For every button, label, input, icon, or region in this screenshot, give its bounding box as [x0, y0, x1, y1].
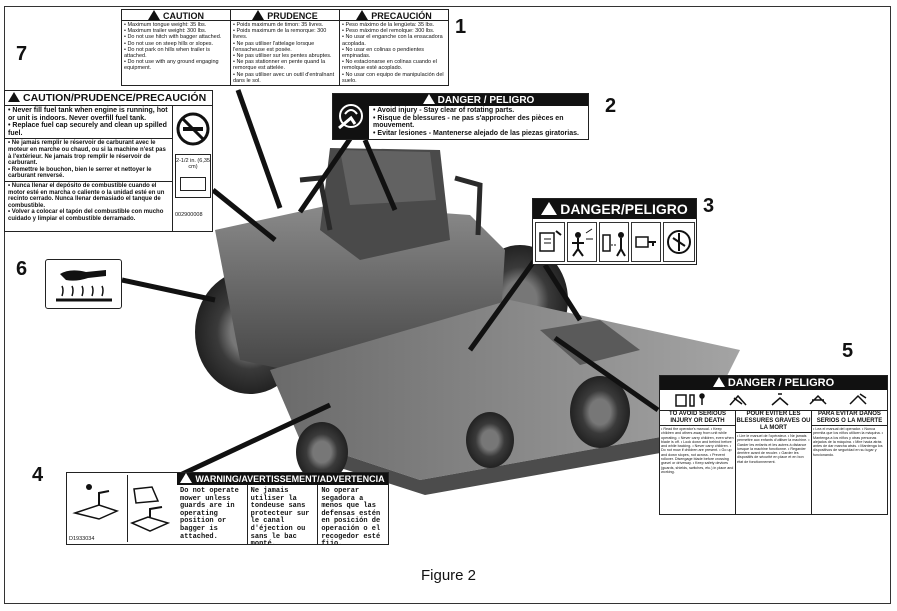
decal-2-line-en: • Avoid injury - Stay clear of rotating … — [373, 107, 515, 114]
decal-1-header-en: CAUTION — [122, 10, 231, 21]
warning-triangle-icon — [422, 94, 435, 104]
keep-distance-pictogram — [599, 222, 629, 262]
rotating-hand-pictogram — [333, 94, 369, 139]
callout-1: 1 — [455, 16, 467, 38]
decal-5-pictogram-row — [660, 390, 887, 411]
warning-triangle-icon — [8, 92, 20, 102]
guard-pictogram-1: D1933034 — [69, 475, 125, 542]
decal-4-text-en: Do not operate mower unless guards are i… — [177, 485, 248, 544]
warning-triangle-icon — [541, 202, 558, 215]
remove-key-pictogram — [631, 222, 661, 262]
warning-triangle-icon — [712, 377, 725, 387]
decal-1-hitch-caution: CAUTION PRUDENCE PRECAUCIÓN • Maximum to… — [121, 9, 449, 86]
decal-5-col-fr-title: POUR ÉVITER LES BLESSURES GRAVES OU LA M… — [736, 411, 811, 433]
decal-5-large-danger: DANGER / PELIGRO TO AVOID SERIOUS INJURY… — [659, 375, 888, 515]
callout-6: 6 — [16, 258, 28, 280]
decal-5-col-es: PARA EVITAR DAÑOS SERIOS O LA MUERTE • L… — [812, 411, 887, 514]
decal-7-part-number: 002900008 — [175, 212, 203, 218]
decal-1-header-fr: PRUDENCE — [231, 10, 340, 21]
thrown-objects-pictogram — [567, 222, 597, 262]
decal-1-text-fr: • Poids maximum de timon: 35 livres. • P… — [231, 21, 340, 85]
read-manual-pictogram — [535, 222, 565, 262]
figure-frame — [4, 6, 891, 604]
decal-2-line-fr: • Risque de blessures - ne pas s'approch… — [373, 114, 564, 130]
decal-5-col-en-title: TO AVOID SERIOUS INJURY OR DEATH — [660, 411, 735, 426]
warning-triangle-icon — [180, 473, 193, 483]
callout-5: 5 — [842, 340, 854, 362]
no-smoking-icon — [176, 112, 210, 146]
decal-4-text-fr: Ne jamais utiliser la tondeuse sans prot… — [248, 485, 319, 544]
decal-3-pictogram-danger: DANGER/PELIGRO — [532, 198, 697, 265]
decal-7-text-es: • Nunca llenar el depósito de combustibl… — [8, 182, 165, 222]
decal-7-fill-level: 2-1/2 in. (6,35 cm) — [176, 158, 210, 171]
decal-2-text: • Avoid injury - Stay clear of rotating … — [373, 107, 585, 137]
decal-2-header: DANGER / PELIGRO — [369, 94, 588, 106]
decal-4-header: WARNING/AVERTISSEMENT/ADVERTENCIA — [177, 473, 388, 485]
decal-5-col-fr-text: • Lire le manuel de l'opérateur. • Ne ja… — [737, 434, 810, 464]
decal-7-fuel-caution: CAUTION/PRUDENCE/PRECAUCIÓN • Never fill… — [4, 90, 213, 232]
blade-hazard-pictogram — [663, 222, 695, 262]
figure-caption: Figure 2 — [420, 567, 477, 584]
decal-7-header: CAUTION/PRUDENCE/PRECAUCIÓN — [5, 91, 212, 106]
decal-2-line-es: • Evitar lesiones - Mantenerse alejado d… — [373, 129, 579, 137]
decal-1-header-es: PRECAUCIÓN — [340, 10, 448, 21]
warning-triangle-icon — [148, 10, 160, 20]
decal-6-hot-surface — [45, 259, 122, 309]
hot-surface-hand-icon — [56, 270, 112, 302]
front-right-caster — [466, 412, 514, 468]
decal-1-text-en: • Maximum tongue weight: 35 lbs. • Maxim… — [122, 21, 231, 85]
warning-triangle-icon — [252, 10, 265, 20]
decal-4-guard-warning: D1933034 WARNING/AVERTISSEMENT/ADVERTENC… — [66, 472, 389, 545]
decal-5-col-es-title: PARA EVITAR DAÑOS SERIOS O LA MUERTE — [812, 411, 887, 426]
decal-7-text-fr: • Ne jamais remplir le réservoir de carb… — [5, 139, 172, 182]
decal-5-col-en-text: • Read the operator's manual. • Keep chi… — [661, 427, 734, 474]
warning-triangle-icon — [356, 10, 369, 20]
callout-7: 7 — [16, 43, 28, 65]
callout-2: 2 — [605, 95, 617, 117]
decal-5-col-fr: POUR ÉVITER LES BLESSURES GRAVES OU LA M… — [736, 411, 812, 514]
decal-4-text-es: No operar segadora a menos que las defen… — [321, 487, 381, 545]
decal-5-col-es-text: • Lea el manual del operador. • Nunca pe… — [813, 427, 883, 457]
decal-5-header: DANGER / PELIGRO — [660, 376, 887, 390]
front-left-caster — [296, 422, 348, 482]
callout-4: 4 — [32, 464, 44, 486]
decal-7-text-en: • Never fill fuel tank when engine is ru… — [5, 106, 172, 140]
decal-5-col-en: TO AVOID SERIOUS INJURY OR DEATH • Read … — [660, 411, 736, 514]
decal-4-part-number: D1933034 — [69, 535, 95, 542]
fuel-level-gauge: 2-1/2 in. (6,35 cm) — [175, 154, 211, 198]
decal-1-text-es: • Peso máximo de la lengüeta: 35 lbs. • … — [342, 22, 444, 84]
callout-3: 3 — [703, 195, 715, 217]
decal-2-rotating-parts: DANGER / PELIGRO • Avoid injury - Stay c… — [332, 93, 589, 140]
decal-3-header: DANGER/PELIGRO — [533, 199, 696, 219]
guard-pictogram-2 — [127, 475, 175, 542]
